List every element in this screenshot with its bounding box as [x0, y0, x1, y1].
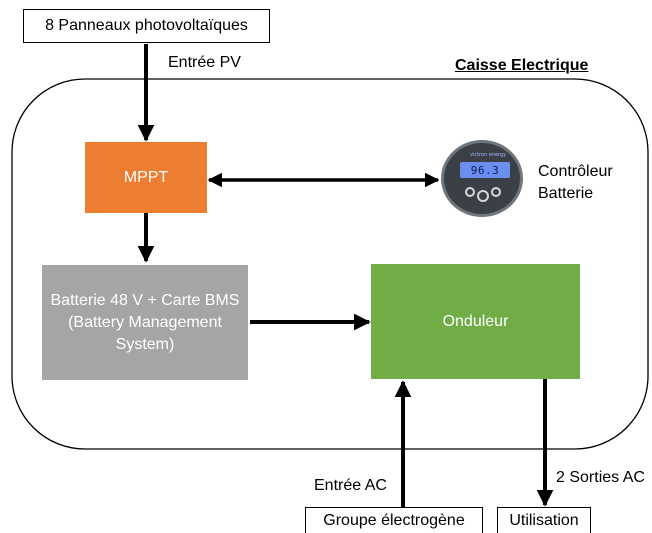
ac-input-label: Entrée AC — [314, 477, 387, 494]
battery-label: Batterie 48 V + Carte BMS (Battery Manag… — [50, 291, 240, 353]
pv-input-label: Entrée PV — [168, 54, 241, 71]
inverter-block: Onduleur — [371, 264, 580, 379]
usage-label: Utilisation — [509, 512, 579, 529]
device-display: 96.3 — [460, 162, 510, 178]
device-button-center — [477, 190, 489, 202]
inverter-label: Onduleur — [442, 312, 509, 330]
mppt-block: MPPT — [85, 142, 207, 213]
enclosure-title: Caisse Electrique — [455, 57, 589, 74]
mppt-label: MPPT — [123, 168, 169, 186]
generator-label: Groupe électrogène — [323, 512, 465, 529]
pv-panels-box: 8 Panneaux photovoltaïques — [23, 9, 270, 43]
device-brand-logo: victron energy — [470, 152, 507, 158]
device-button-left — [465, 187, 475, 197]
enclosure-outline — [11, 78, 649, 450]
battery-block: Batterie 48 V + Carte BMS (Battery Manag… — [42, 265, 248, 380]
battery-monitor-device: victron energy 96.3 — [441, 140, 523, 217]
generator-box: Groupe électrogène — [305, 507, 483, 533]
device-button-right — [491, 187, 501, 197]
battery-monitor-label: Contrôleur Batterie — [538, 163, 613, 202]
pv-panels-label: 8 Panneaux photovoltaïques — [45, 17, 248, 34]
ac-outputs-label: 2 Sorties AC — [556, 469, 645, 486]
usage-box: Utilisation — [497, 507, 591, 533]
